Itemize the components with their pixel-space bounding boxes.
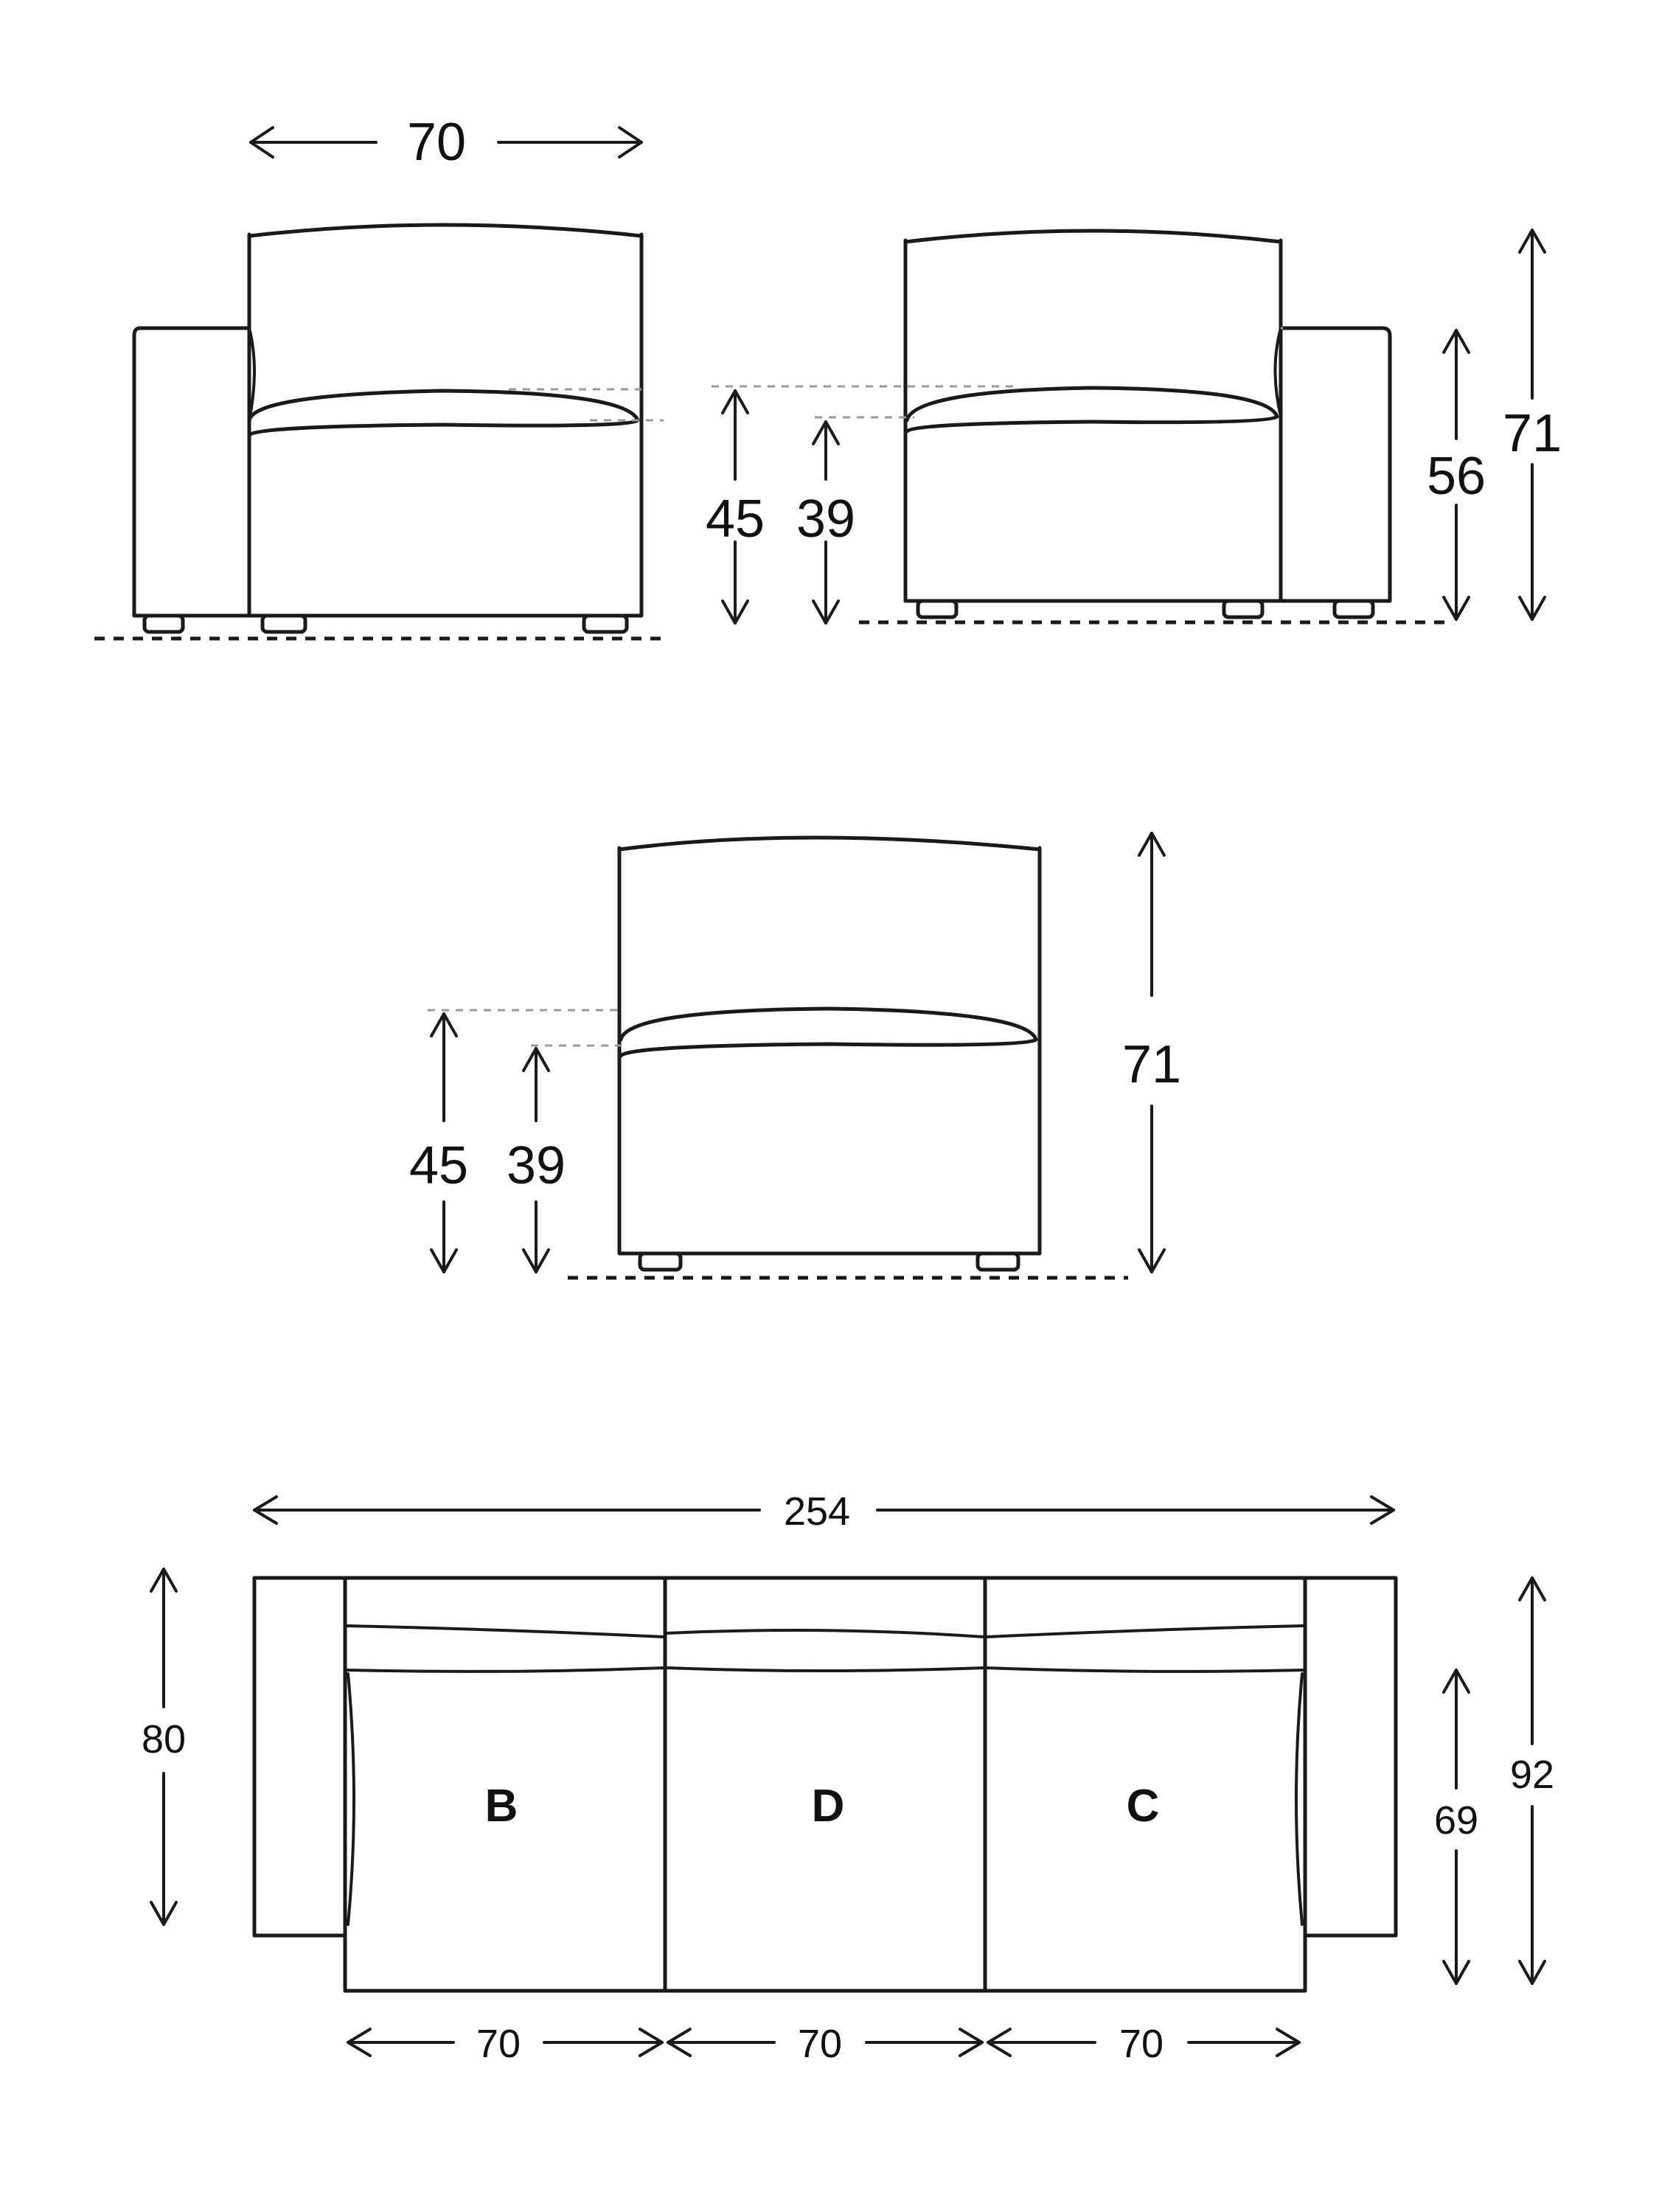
total-width-dimension: 254 xyxy=(253,1489,1395,1534)
module-d-width-dimension: 70 xyxy=(667,2022,984,2066)
seat-cushion xyxy=(905,386,1279,434)
seat-height-label: 45 xyxy=(706,490,765,549)
total-height-label: 71 xyxy=(1503,404,1562,463)
module-width-label: 70 xyxy=(476,2022,521,2066)
arm-height-dimension: 56 xyxy=(1427,329,1486,621)
module-body xyxy=(617,846,1042,1256)
module-letter: C xyxy=(1127,1781,1160,1832)
width-label: 70 xyxy=(407,113,466,172)
arm-height-label: 56 xyxy=(1427,447,1486,506)
total-width-label: 254 xyxy=(784,1489,850,1534)
seat-height-dimension: 45 xyxy=(409,1012,468,1273)
module-b: B xyxy=(343,1576,667,1993)
backrest-top xyxy=(617,835,1042,852)
front-view-armless-module: 45 39 71 xyxy=(409,832,1181,1280)
left-armrest xyxy=(252,1576,347,1938)
foot xyxy=(582,613,629,634)
module-width-label: 70 xyxy=(798,2022,842,2066)
seat-height-label: 45 xyxy=(409,1136,468,1195)
armrest xyxy=(1279,326,1392,603)
module-c-width-dimension: 70 xyxy=(987,2022,1301,2066)
foot xyxy=(638,1251,683,1272)
module-body xyxy=(247,232,644,618)
foot xyxy=(1222,599,1265,619)
total-depth-label: 92 xyxy=(1510,1753,1554,1797)
seat-cushion-height-dimension: 39 xyxy=(507,1047,566,1273)
total-depth-dimension: 92 xyxy=(1510,1576,1554,1985)
foot xyxy=(975,1251,1020,1272)
module-letter: B xyxy=(485,1781,518,1832)
seat-height-dimension: 45 xyxy=(706,389,765,625)
seat-depth-dimension: 69 xyxy=(1434,1669,1478,1985)
total-height-dimension: 71 xyxy=(1503,229,1562,621)
depth-left-dimension: 80 xyxy=(142,1568,186,1926)
module-letter: D xyxy=(812,1781,845,1832)
front-view-right-arm-module: 45 39 56 71 xyxy=(706,229,1562,625)
front-view-left-arm-module: 70 xyxy=(94,113,664,641)
seat-depth-label: 69 xyxy=(1434,1798,1478,1843)
depth-left-label: 80 xyxy=(142,1717,186,1761)
module-width-label: 70 xyxy=(1119,2022,1164,2066)
backrest-top xyxy=(247,223,644,238)
backrest-top xyxy=(903,229,1283,244)
foot xyxy=(142,613,185,634)
seat-cushion-height-dimension: 39 xyxy=(796,420,855,625)
module-b-width-dimension: 70 xyxy=(347,2022,664,2066)
armrest xyxy=(132,326,251,618)
top-view-sofa: 254 B D C xyxy=(142,1489,1554,2066)
seat-cushion xyxy=(247,389,640,437)
seat-cushion xyxy=(619,1006,1038,1058)
total-height-label: 71 xyxy=(1122,1035,1181,1094)
module-d: D xyxy=(663,1576,987,1993)
foot xyxy=(916,599,959,619)
seat-cushion-height-label: 39 xyxy=(796,490,855,549)
module-c: C xyxy=(983,1576,1307,1993)
width-dimension-arrow: 70 xyxy=(249,113,643,172)
foot xyxy=(1332,599,1375,619)
foot xyxy=(260,613,307,634)
right-armrest xyxy=(1303,1576,1398,1938)
seat-cushion-height-label: 39 xyxy=(507,1136,566,1195)
total-height-dimension: 71 xyxy=(1122,832,1181,1273)
